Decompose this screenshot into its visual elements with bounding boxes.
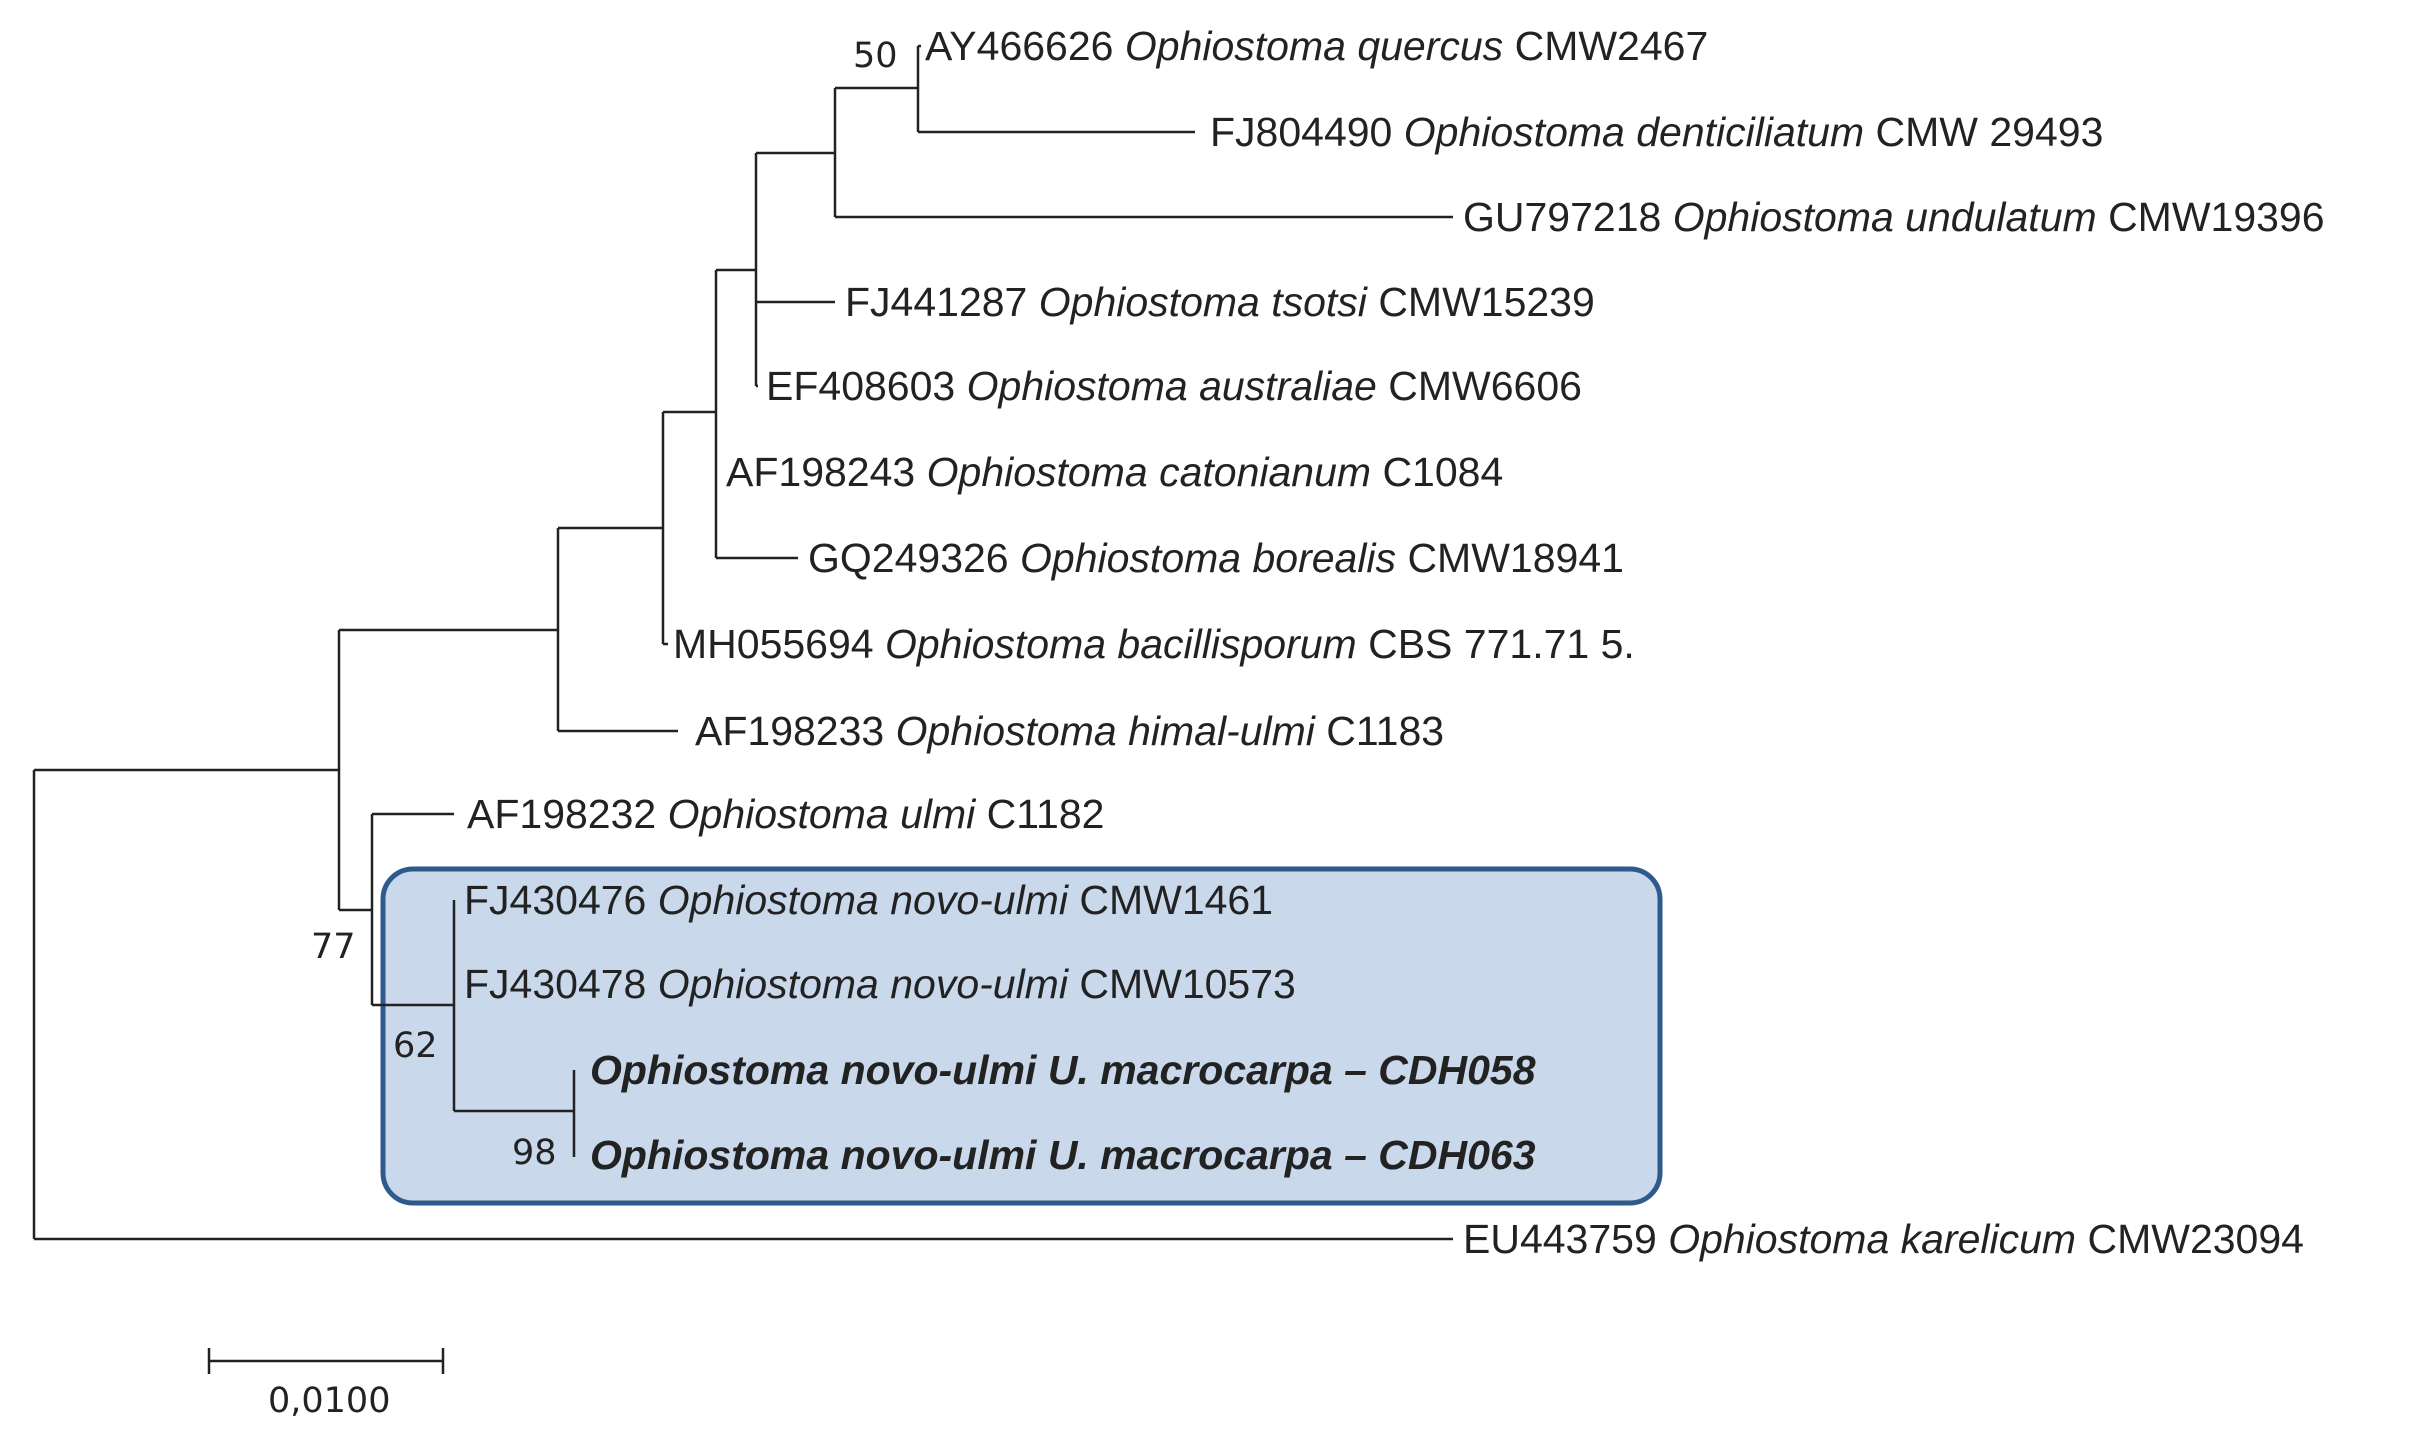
taxon-label: FJ804490 Ophiostoma denticiliatum CMW 29…: [1210, 109, 2103, 155]
bootstrap-value: 50: [853, 36, 898, 76]
taxon-label: FJ430478 Ophiostoma novo-ulmi CMW10573: [464, 961, 1296, 1007]
taxon-label: FJ441287 Ophiostoma tsotsi CMW15239: [845, 279, 1595, 325]
taxon-label-highlighted: Ophiostoma novo-ulmi U. macrocarpa – CDH…: [590, 1132, 1536, 1178]
taxon-label: MH055694 Ophiostoma bacillisporum CBS 77…: [673, 621, 1635, 667]
taxon-label: GQ249326 Ophiostoma borealis CMW18941: [808, 535, 1624, 581]
taxon-labels: AY466626 Ophiostoma quercus CMW2467 FJ80…: [464, 23, 2325, 1262]
taxon-label: GU797218 Ophiostoma undulatum CMW19396: [1463, 194, 2325, 240]
taxon-label-highlighted: Ophiostoma novo-ulmi U. macrocarpa – CDH…: [590, 1047, 1536, 1093]
scale-bar-label: 0,0100: [268, 1381, 390, 1421]
tree-branches: [32, 44, 1453, 1241]
taxon-label: EF408603 Ophiostoma australiae CMW6606: [766, 363, 1582, 409]
taxon-label: AF198233 Ophiostoma himal-ulmi C1183: [695, 708, 1444, 754]
bootstrap-value: 98: [512, 1133, 557, 1173]
bootstrap-value: 62: [393, 1026, 438, 1066]
scale-bar: 0,0100: [207, 1348, 445, 1421]
taxon-label: AF198232 Ophiostoma ulmi C1182: [467, 791, 1104, 837]
taxon-label: EU443759 Ophiostoma karelicum CMW23094: [1463, 1216, 2304, 1262]
novo-ulmi-highlight-box: [380, 866, 1663, 1206]
bootstrap-value: 77: [311, 927, 356, 967]
taxon-label: FJ430476 Ophiostoma novo-ulmi CMW1461: [464, 877, 1273, 923]
taxon-label: AY466626 Ophiostoma quercus CMW2467: [925, 23, 1708, 69]
taxon-label: AF198243 Ophiostoma catonianum C1084: [726, 449, 1503, 495]
bootstrap-values: 50 77 62 98: [311, 36, 898, 1173]
